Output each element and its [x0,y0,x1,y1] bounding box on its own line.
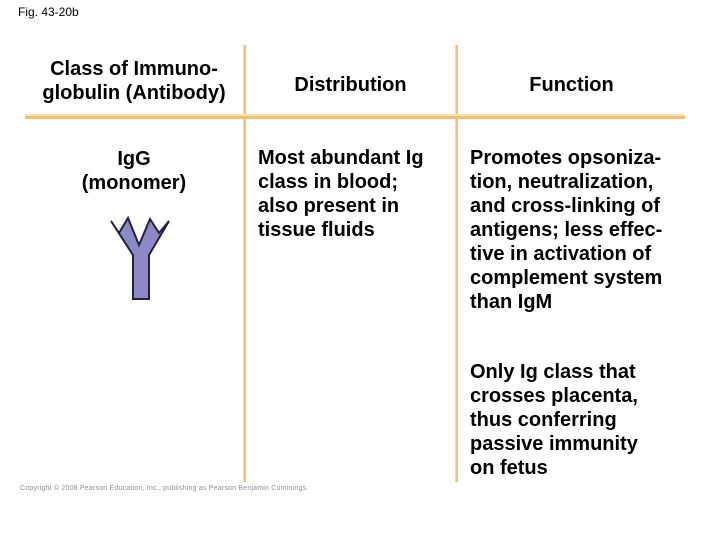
figure-label: Fig. 43-20b [18,5,79,19]
antibody-y-path [110,215,170,300]
header-function: Function [529,74,614,96]
antibody-y-shape [110,215,170,300]
igg-function-primary-text: Promotes opsoniza- tion, neutralization,… [470,147,663,313]
copyright-notice: Copyright © 2008 Pearson Education, Inc.… [20,485,309,492]
igg-function-secondary-text: Only Ig class that crosses placenta, thu… [470,361,638,479]
igg-distribution-text: Most abundant Ig class in blood; also pr… [258,147,424,241]
column-divider-1 [243,45,246,482]
header-distribution: Distribution [294,74,407,96]
header-class-of-immunoglobulin: Class of Immuno- globulin (Antibody) [42,58,226,104]
igg-monomer-antibody-y-icon [108,214,172,302]
igg-row-label: IgG (monomer) [81,148,187,194]
header-divider-line [25,116,685,119]
column-divider-2 [455,45,458,482]
